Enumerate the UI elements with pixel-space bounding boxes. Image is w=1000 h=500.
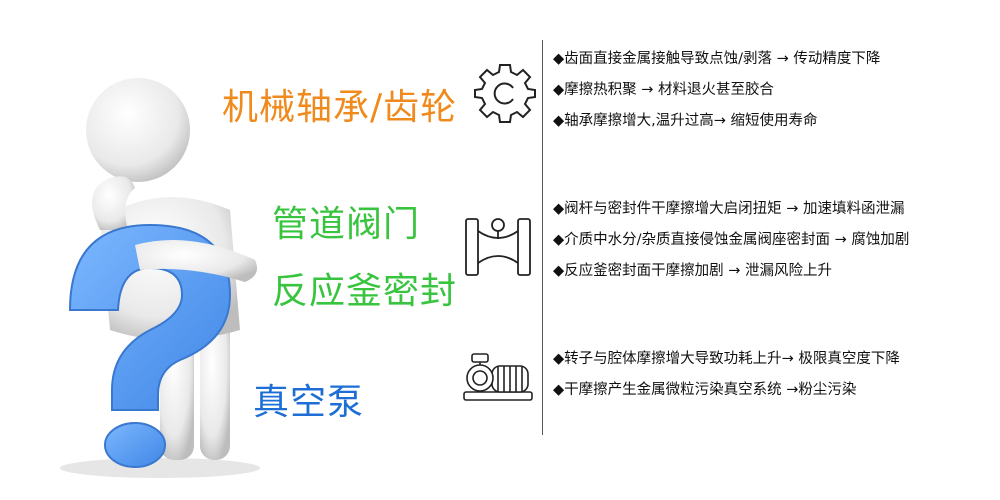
- thinking-figure-illustration: [60, 78, 260, 478]
- valve-category-title-line1: 管道阀门: [272, 204, 421, 245]
- figure-head: [86, 78, 190, 182]
- bullet-item: ◆齿面直接金属接触导致点蚀/剥落 → 传动精度下降: [553, 51, 881, 67]
- question-mark: [68, 223, 232, 411]
- bullet-item: ◆轴承摩擦增大,温升过高→ 缩短使用寿命: [553, 113, 818, 129]
- vertical-divider: [542, 40, 543, 435]
- bullet-item: ◆介质中水分/杂质直接侵蚀金属阀座密封面 → 腐蚀加剧: [553, 232, 910, 248]
- question-mark-dot: [104, 422, 166, 468]
- figure-leg: [200, 310, 230, 460]
- bullet-item: ◆摩擦热积聚 → 材料退火甚至胶合: [553, 82, 775, 98]
- bullet-item: ◆转子与腔体摩擦增大导致功耗上升→ 极限真空度下降: [553, 351, 900, 367]
- figure-arm: [135, 240, 258, 282]
- mechanical-category-title: 机械轴承/齿轮: [222, 87, 458, 128]
- bullet-item: ◆反应釜密封面干摩擦加剧 → 泄漏风险上升: [553, 263, 833, 279]
- figure-arm: [92, 176, 135, 230]
- valve-category-title-line2: 反应釜密封: [272, 271, 458, 312]
- bullet-item: ◆阀杆与密封件干摩擦增大启闭扭矩 → 加速填料函泄漏: [553, 201, 905, 217]
- pump-category-title: 真空泵: [253, 382, 365, 423]
- gear-icon: [474, 64, 536, 123]
- bullet-item: ◆干摩擦产生金属微粒污染真空系统 →粉尘污染: [553, 382, 857, 398]
- pipe-valve-icon: [465, 218, 531, 276]
- vacuum-pump-icon: [463, 353, 533, 401]
